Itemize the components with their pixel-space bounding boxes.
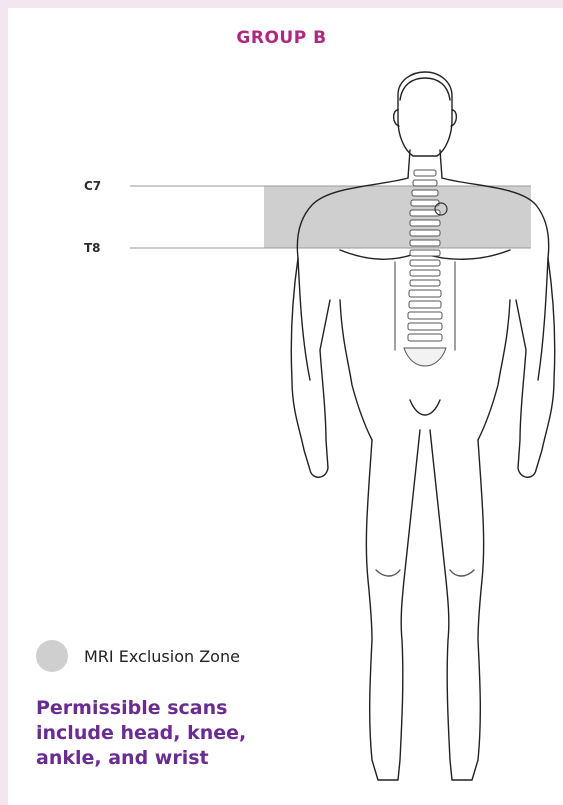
right-arm-outline [516, 258, 555, 477]
hips-outline [340, 300, 510, 440]
legend: MRI Exclusion Zone [36, 640, 240, 672]
legend-swatch [36, 640, 68, 672]
level-label-t8: T8 [84, 241, 101, 255]
left-arm-outline [291, 258, 330, 477]
permissible-scans-note: Permissible scans include head, knee, an… [36, 696, 296, 771]
right-leg-outline [430, 430, 484, 780]
level-label-c7: C7 [84, 179, 101, 193]
left-leg-outline [366, 430, 420, 780]
legend-label: MRI Exclusion Zone [84, 647, 240, 666]
